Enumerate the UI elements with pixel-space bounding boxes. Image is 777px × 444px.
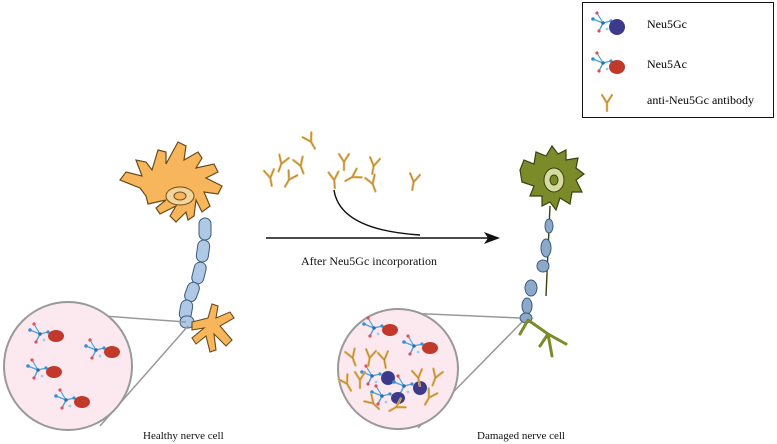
- legend-item-neu5gc: Neu5Gc: [583, 7, 773, 43]
- legend: Neu5Gc Neu5Ac anti-Neu5Gc antibody: [582, 2, 774, 118]
- legend-item-neu5ac: Neu5Ac: [583, 47, 773, 83]
- arrow-label: After Neu5Gc incorporation: [301, 254, 437, 268]
- damaged-terminal: [518, 318, 568, 358]
- legend-label-neu5gc: Neu5Gc: [647, 17, 687, 31]
- healthy-axon: [178, 217, 212, 329]
- neu5gc-molecule-icon: [590, 10, 625, 35]
- legend-item-antibody: anti-Neu5Gc antibody: [583, 83, 773, 119]
- neu5ac-molecule-icon: [590, 50, 625, 74]
- healthy-neuron: [119, 141, 235, 353]
- free-antibodies: [262, 131, 422, 195]
- legend-label-antibody: anti-Neu5Gc antibody: [647, 93, 754, 107]
- antibody-icon: [600, 93, 614, 113]
- healthy-cell-label: Healthy nerve cell: [143, 430, 224, 442]
- damaged-inset: [337, 308, 459, 430]
- process-arrow: [266, 232, 500, 244]
- damaged-neuron: [518, 144, 585, 358]
- damaged-cell-label: Damaged nerve cell: [477, 430, 565, 442]
- incorporation-curve: [333, 189, 421, 236]
- healthy-inset: [3, 301, 133, 431]
- healthy-terminal: [191, 303, 235, 353]
- legend-label-neu5ac: Neu5Ac: [647, 57, 687, 71]
- healthy-soma: [119, 141, 223, 223]
